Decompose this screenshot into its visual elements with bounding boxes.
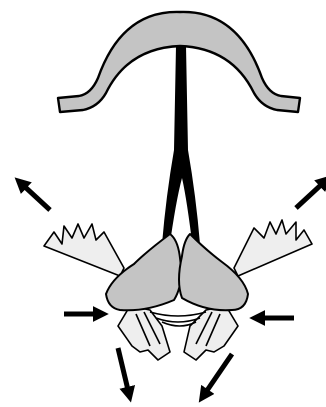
lower-right-fiber-fan [184, 306, 238, 360]
arrow-up-right-icon [296, 184, 322, 208]
arrow-up-left-icon [24, 186, 50, 210]
arrow-down-left-icon [206, 354, 232, 392]
right-fiber-fan [234, 220, 312, 276]
left-fiber-fan [44, 224, 124, 276]
arrow-down-icon [118, 348, 128, 390]
central-stalk [162, 46, 200, 250]
